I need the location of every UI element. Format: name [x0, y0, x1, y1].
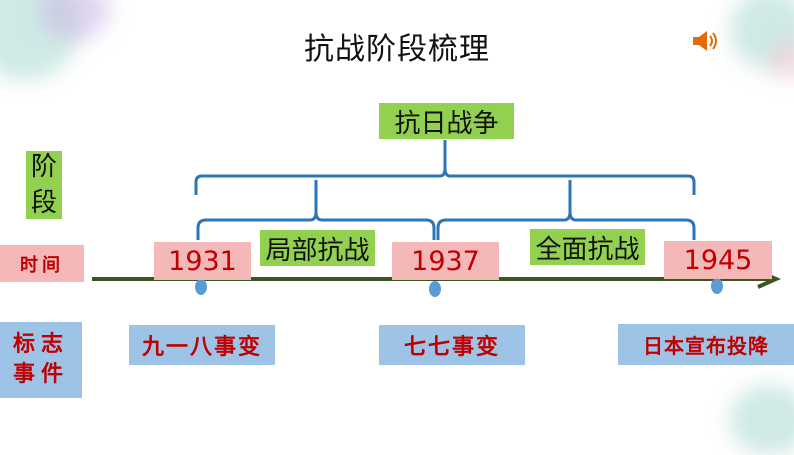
event-box-surrender: 日本宣布投降 [618, 324, 794, 365]
year-1945: 1945 [684, 245, 753, 276]
event-label-1: 标志 [13, 330, 69, 360]
event-918: 九一八事变 [142, 329, 262, 361]
war-label: 抗日战争 [394, 103, 498, 140]
event-surrender: 日本宣布投降 [643, 330, 769, 359]
phase-full-label: 全面抗战 [535, 229, 639, 266]
year-box-1945: 1945 [664, 241, 772, 279]
phase-local-label: 局部抗战 [265, 230, 369, 267]
brace-war [196, 140, 694, 195]
year-box-1937: 1937 [392, 242, 499, 280]
stage-label-2: 段 [31, 185, 57, 221]
year-box-1931: 1931 [154, 242, 251, 280]
dot-1931 [195, 279, 207, 295]
year-1937: 1937 [411, 246, 480, 277]
event-box-918: 九一八事变 [129, 325, 275, 365]
time-label: 时间 [20, 251, 64, 277]
stage-label-box: 阶 段 [26, 151, 62, 219]
phase-full-box: 全面抗战 [530, 229, 645, 265]
event-77: 七七事变 [404, 329, 500, 361]
dot-1945 [711, 278, 723, 294]
event-label-2: 事件 [13, 360, 69, 390]
war-box: 抗日战争 [379, 103, 514, 139]
year-1931: 1931 [168, 246, 237, 277]
event-box-77: 七七事变 [379, 325, 525, 365]
event-label-box: 标志 事件 [0, 322, 82, 398]
stage-label-1: 阶 [31, 149, 57, 185]
dot-1937 [429, 281, 441, 297]
time-label-box: 时间 [0, 245, 84, 282]
phase-local-box: 局部抗战 [260, 230, 375, 266]
